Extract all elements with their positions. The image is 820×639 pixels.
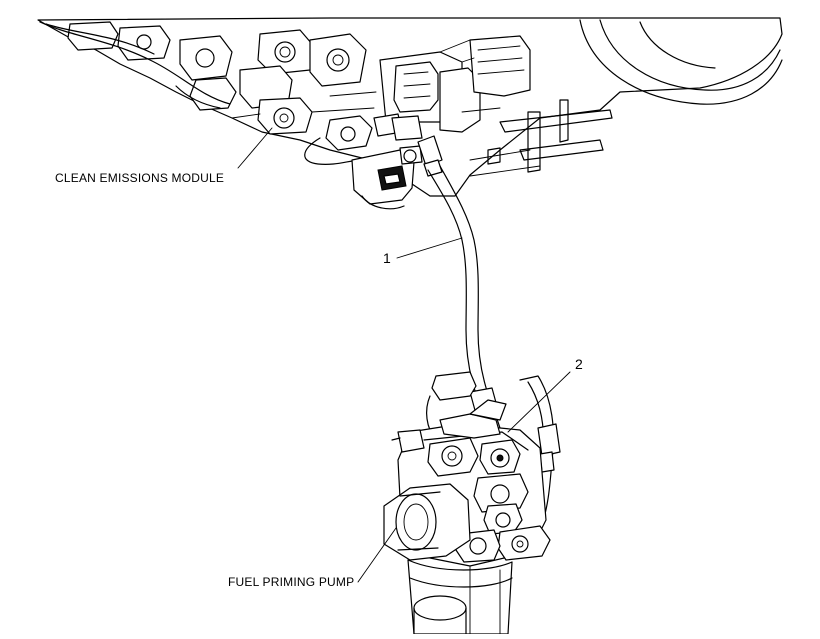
callout-2: 2 (575, 356, 583, 372)
leader-clean-emissions-module (237, 127, 273, 169)
label-clean-emissions-module: CLEAN EMISSIONS MODULE (55, 171, 224, 185)
callout-1: 1 (383, 250, 391, 266)
leader-fuel-priming-pump (357, 527, 397, 583)
leader-callout-2 (507, 371, 571, 433)
label-fuel-priming-pump: FUEL PRIMING PUMP (228, 575, 354, 589)
leader-callout-1 (396, 237, 463, 259)
clean-emissions-module-assembly (37, 17, 783, 210)
fuel-priming-pump-assembly (383, 371, 561, 635)
leader-lines (237, 127, 571, 583)
